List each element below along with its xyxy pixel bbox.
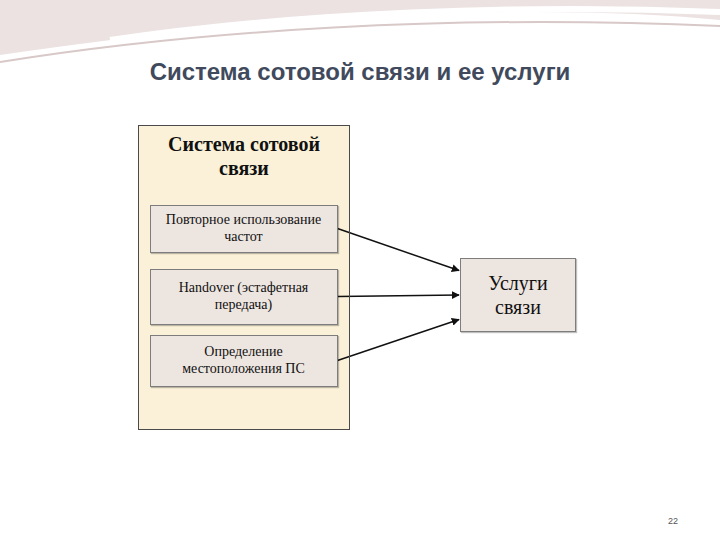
box-text: Handover (эстафетная передача) (151, 280, 337, 314)
box-text: Определение местоположения ПС (151, 344, 337, 378)
function-box: Услуги связи (460, 258, 576, 332)
arrow-connector (338, 229, 460, 271)
function-box: Определение местоположения ПС (150, 335, 338, 387)
arrow-connector (338, 319, 460, 360)
box-heading: Система сотовой связи (139, 132, 349, 180)
function-box: Handover (эстафетная передача) (150, 269, 338, 325)
swoosh-line (0, 22, 720, 62)
system-box-fill (138, 125, 350, 430)
slide-title: Система сотовой связи и ее услуги (0, 58, 720, 86)
page-number: 22 (668, 516, 678, 526)
function-box: Повторное использование частот (150, 205, 338, 253)
box-text: Услуги связи (461, 271, 575, 319)
box-text: Повторное использование частот (151, 212, 337, 246)
system-box: Система сотовой связиПовторное использов… (138, 125, 350, 430)
arrow-connector (338, 295, 460, 297)
